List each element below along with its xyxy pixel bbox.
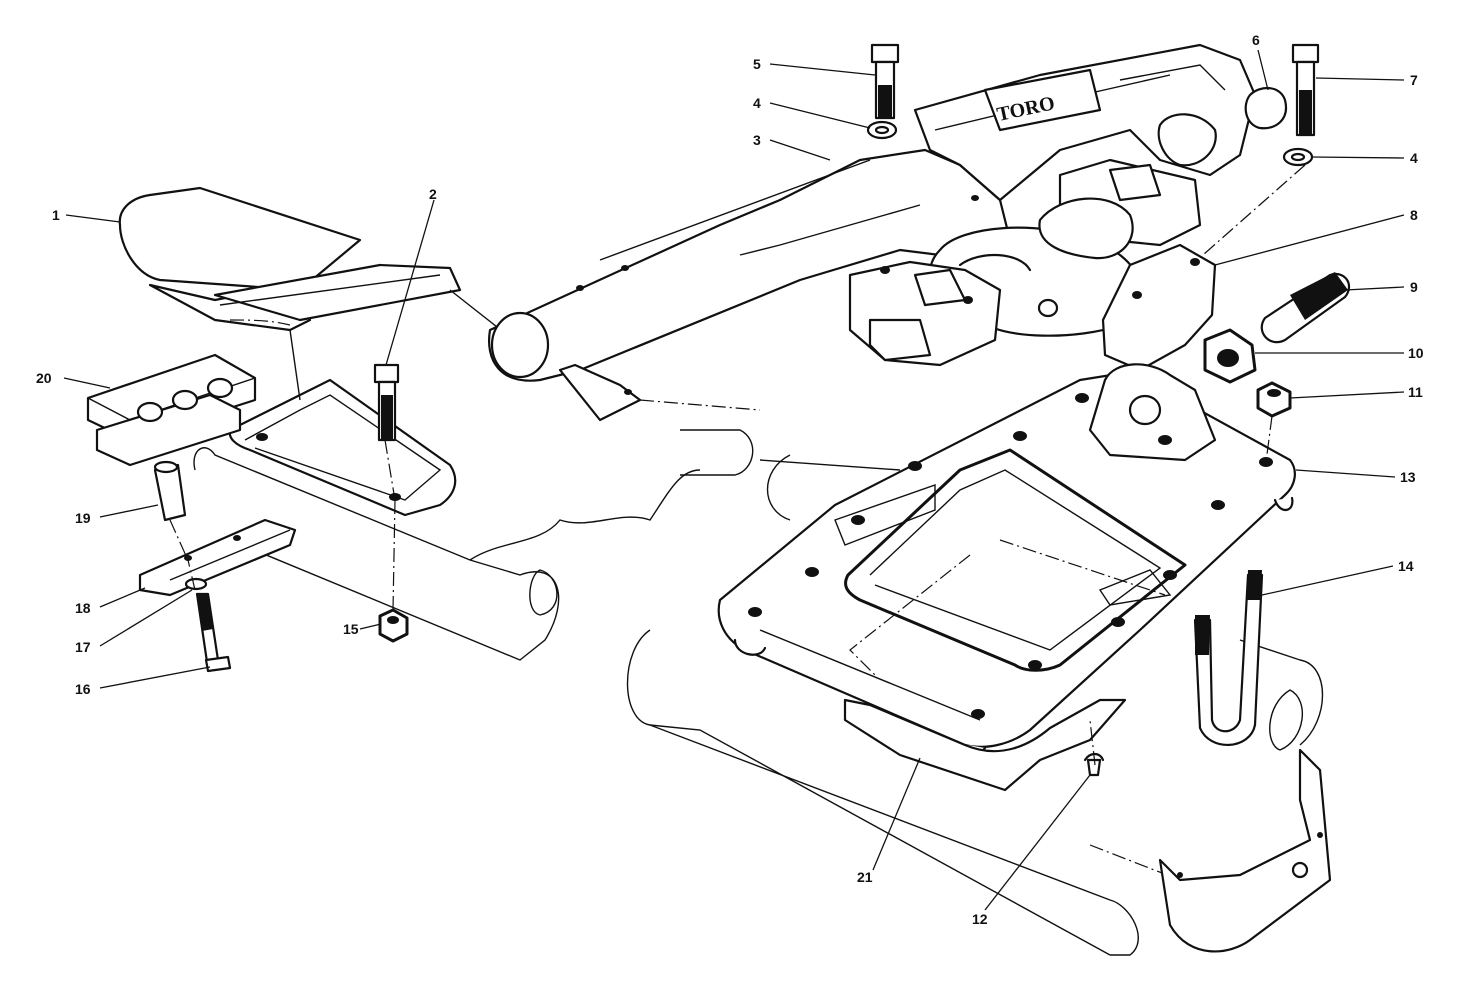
part-1-seat-bracket — [118, 186, 521, 517]
part-20-clamp-block — [86, 353, 257, 467]
part-16-bolt — [195, 592, 232, 673]
part-17-washer — [184, 577, 208, 591]
callout-19: 19 — [75, 510, 91, 526]
callout-16: 16 — [75, 681, 91, 697]
callout-10: 10 — [1408, 345, 1424, 361]
callout-1: 1 — [52, 207, 60, 223]
part-9-stud — [1260, 272, 1351, 344]
callout-3: 3 — [753, 132, 761, 148]
callout-14: 14 — [1398, 558, 1414, 574]
callout-21: 21 — [857, 869, 873, 885]
callout-5: 5 — [753, 56, 761, 72]
callout-6: 6 — [1252, 32, 1260, 48]
part-4-lock-washer-left — [866, 120, 898, 140]
callout-12: 12 — [972, 911, 988, 927]
callout-4b: 4 — [1410, 150, 1418, 166]
part-7-bolt — [1291, 43, 1320, 137]
part-10-jam-nut — [1203, 328, 1257, 384]
callout-13: 13 — [1400, 469, 1416, 485]
part-2-bolt — [373, 363, 400, 442]
callout-4a: 4 — [753, 95, 761, 111]
frame-tubes-outline — [193, 399, 1324, 956]
alignment-lines — [169, 164, 1306, 766]
callout-9: 9 — [1410, 279, 1418, 295]
callout-17: 17 — [75, 639, 91, 655]
part-14-u-bolts — [1193, 570, 1264, 746]
callout-labels: 1 2 3 4 5 6 7 4 8 9 10 11 13 14 20 19 18… — [36, 32, 1424, 927]
part-5-bolt — [870, 43, 900, 120]
part-12-screw — [1083, 752, 1105, 777]
part-11-nut — [1256, 381, 1292, 418]
callout-20: 20 — [36, 370, 52, 386]
callout-7: 7 — [1410, 72, 1418, 88]
part-21-cover-plate — [843, 698, 1127, 792]
part-13-mounting-plate — [717, 363, 1296, 759]
rear-bracket — [1158, 748, 1332, 953]
part-4-lock-washer-right — [1282, 147, 1314, 167]
part-3-arm-casting: TORO — [488, 43, 1288, 422]
leader-lines — [63, 49, 1405, 911]
part-19-spacer — [153, 460, 187, 522]
callout-18: 18 — [75, 600, 91, 616]
callout-2: 2 — [429, 186, 437, 202]
part-15-nut — [378, 608, 409, 643]
callout-11: 11 — [1408, 384, 1423, 400]
callout-15: 15 — [343, 621, 359, 637]
part-8-swivel-yoke — [848, 158, 1217, 372]
callout-8: 8 — [1410, 207, 1418, 223]
